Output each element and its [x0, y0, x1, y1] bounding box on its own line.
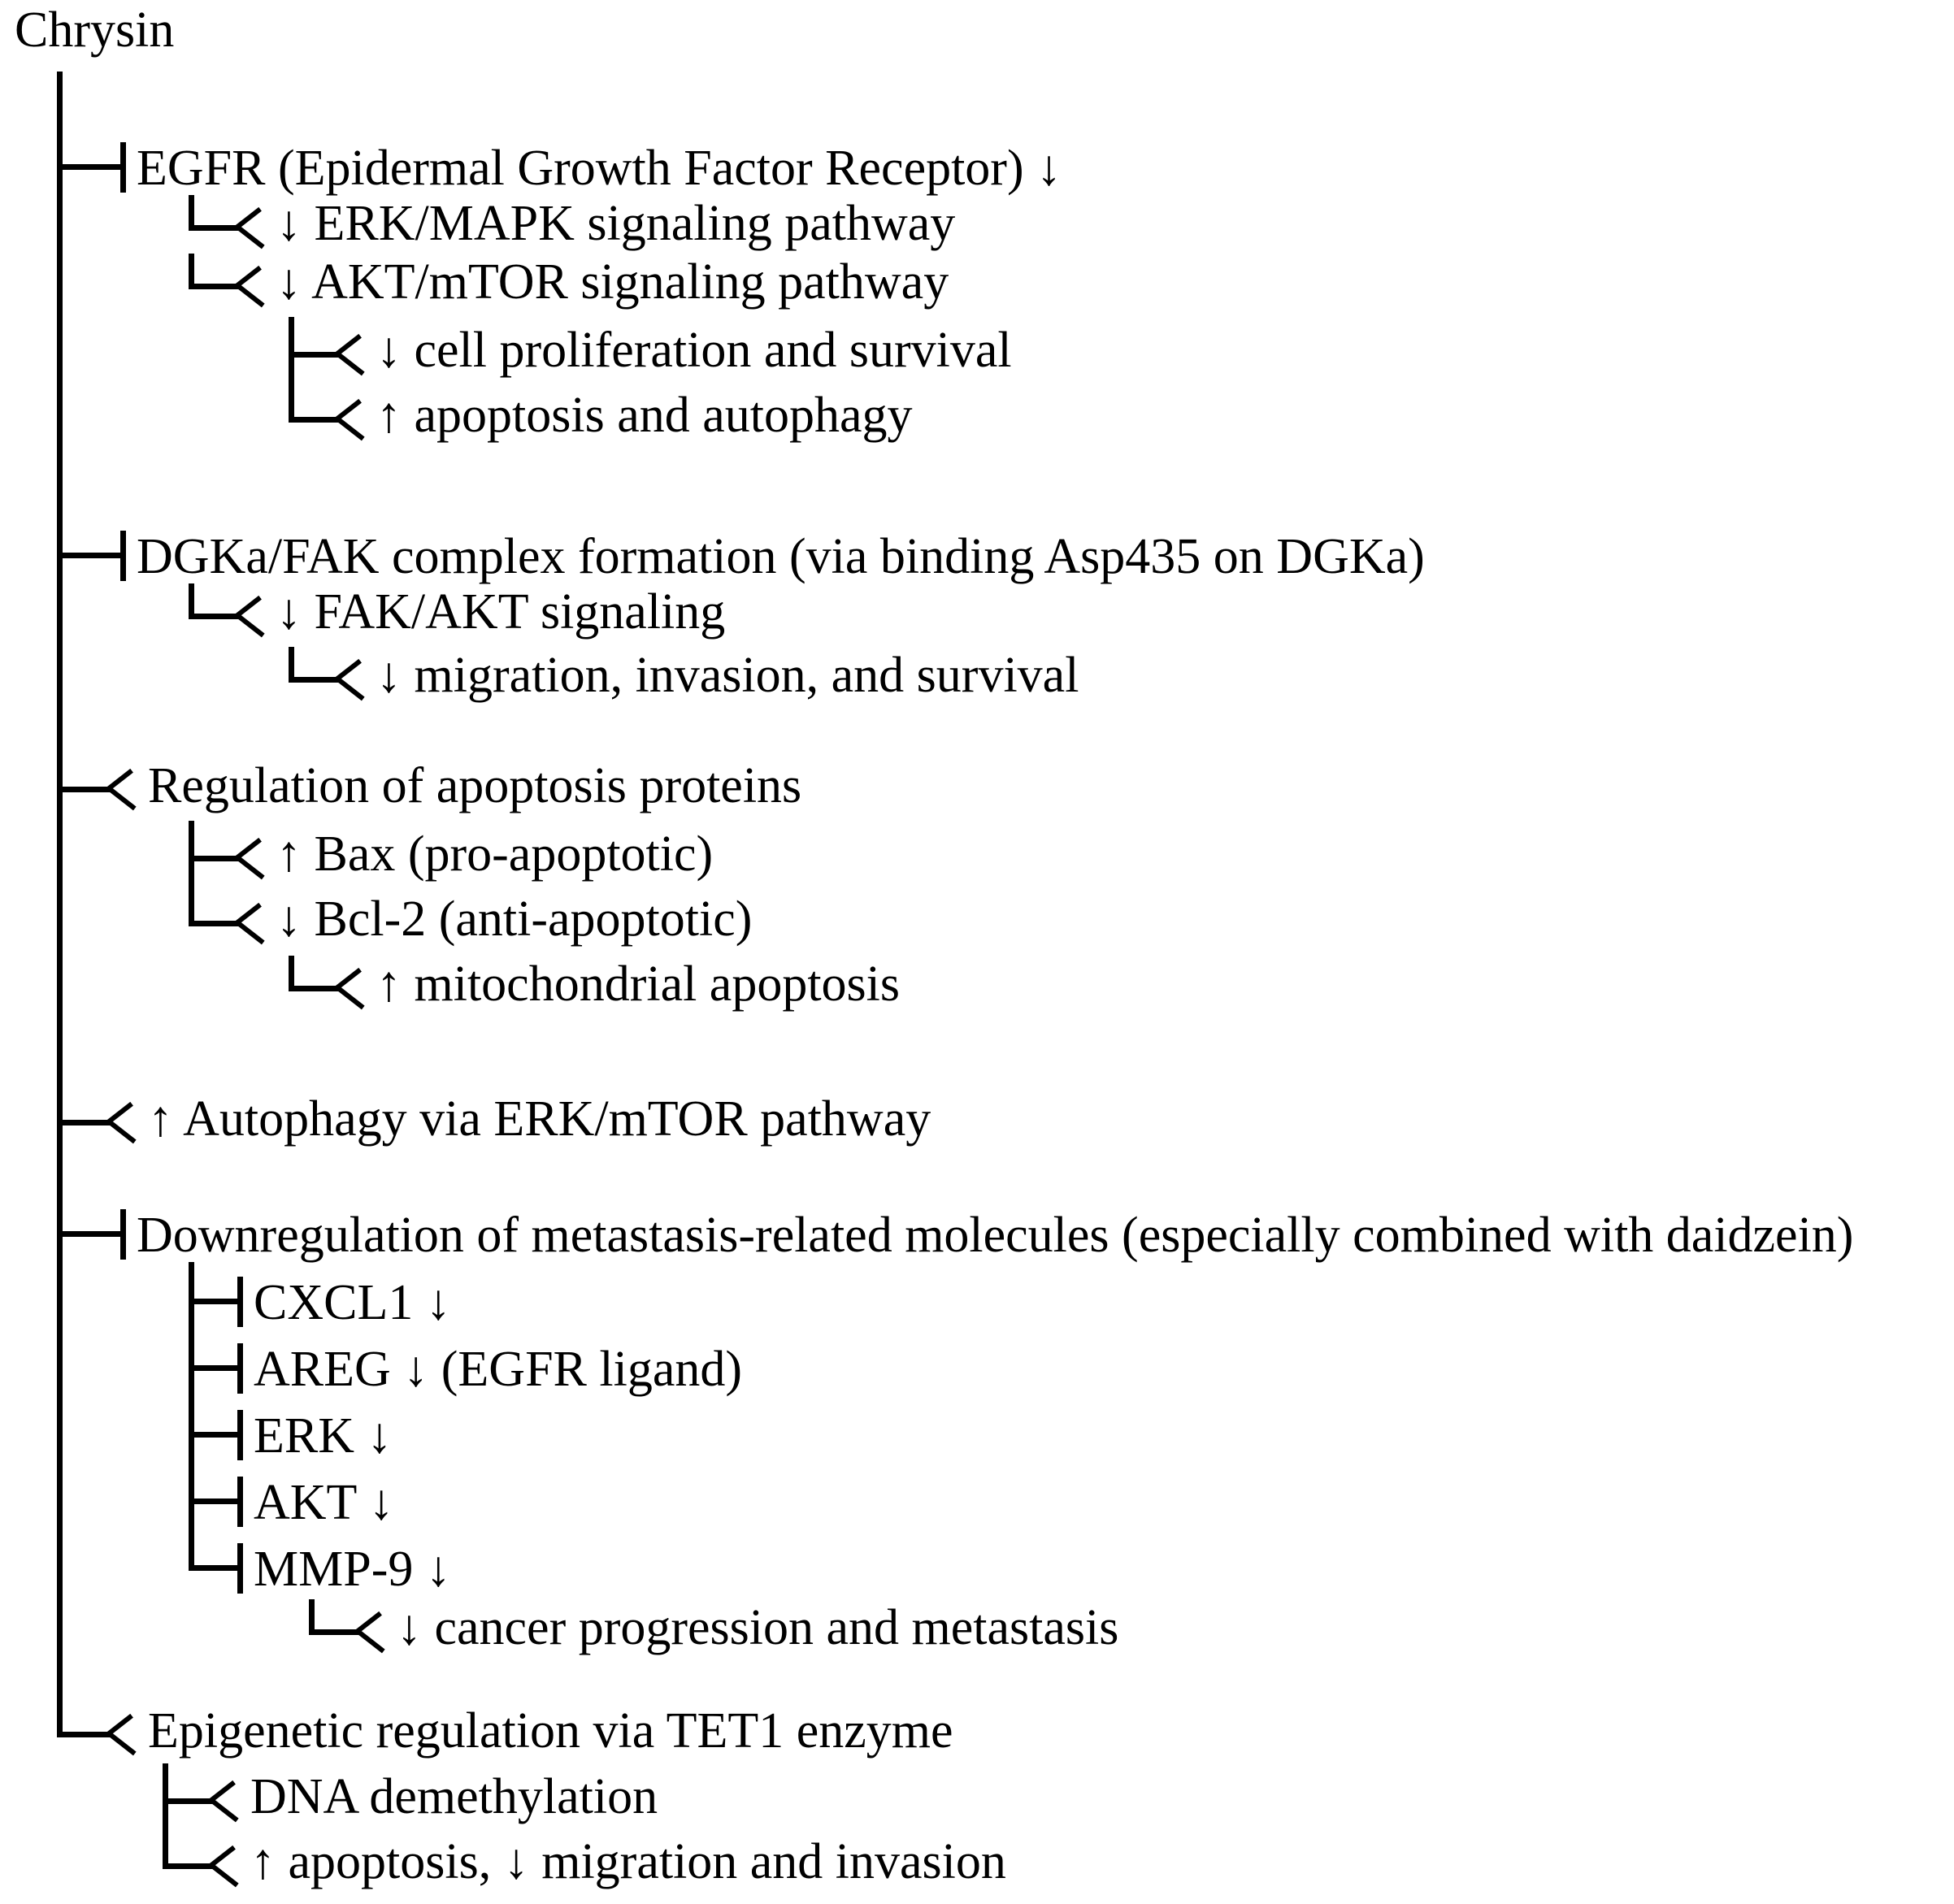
node-erk: ERK ↓	[254, 1408, 393, 1464]
elbow-h-mito-apoptosis	[289, 986, 339, 991]
node-apoptosis-migration: ↑ apoptosis, ↓ migration and invasion	[250, 1834, 1006, 1889]
elbow-h-mmp9	[189, 1565, 239, 1571]
inhibition-cap-erk	[237, 1410, 243, 1460]
tee-h-erk	[189, 1432, 239, 1438]
node-apoptosis-autophagy: ↑ apoptosis and autophagy	[376, 388, 913, 443]
elbow-h-cancer-progression	[309, 1629, 359, 1635]
tee-h-dna-demethylation	[163, 1798, 213, 1804]
node-erk-mapk: ↓ ERK/MAPK signaling pathway	[276, 196, 956, 251]
elbow-v-mito-apoptosis	[289, 956, 294, 991]
node-akt-mtor: ↓ AKT/mTOR signaling pathway	[276, 254, 949, 310]
elbow-h-apoptosis-autophagy	[289, 417, 339, 423]
tee-h-cxcl1	[189, 1299, 239, 1304]
tee-h-areg	[189, 1365, 239, 1371]
branch-arm-epigenetic	[57, 1732, 111, 1737]
node-dna-demethylation: DNA demethylation	[250, 1769, 658, 1824]
activation-cap-dna-demethylation	[208, 1780, 239, 1823]
activation-cap-cell-prolif	[334, 333, 365, 376]
inhibition-cap-dgka-fak	[120, 531, 126, 581]
node-autophagy-erk-mtor: ↑ Autophagy via ERK/mTOR pathway	[148, 1091, 931, 1147]
elbow-v-migration	[289, 647, 294, 683]
root-node-chrysin: Chrysin	[15, 2, 175, 58]
activation-cap-autophagy	[106, 1101, 137, 1144]
activation-cap-apoptosis-autophagy	[334, 398, 365, 441]
branch-arm-autophagy	[57, 1120, 111, 1125]
tee-h-bax	[189, 856, 239, 861]
node-bax: ↑ Bax (pro-apoptotic)	[276, 826, 714, 882]
activation-cap-bcl2	[234, 902, 265, 945]
node-apoptosis-proteins: Regulation of apoptosis proteins	[148, 758, 802, 813]
inhibition-cap-metastasis	[120, 1209, 126, 1260]
elbow-v-erk-mapk	[189, 195, 194, 231]
branch-arm-dgka-fak	[57, 553, 120, 558]
elbow-h-apoptosis-migration	[163, 1863, 213, 1869]
subtree-spine-metastasis	[189, 1262, 194, 1571]
node-bcl2: ↓ Bcl-2 (anti-apoptotic)	[276, 891, 753, 947]
elbow-h-bcl2	[189, 921, 239, 926]
subtree-spine-akt-mtor	[289, 317, 294, 423]
inhibition-cap-mmp9	[237, 1543, 243, 1594]
elbow-h-fak-akt	[189, 614, 239, 619]
elbow-h-migration	[289, 677, 339, 683]
node-cell-proliferation: ↓ cell proliferation and survival	[376, 323, 1012, 378]
inhibition-cap-akt	[237, 1477, 243, 1527]
elbow-v-fak-akt	[189, 583, 194, 619]
inhibition-cap-areg	[237, 1343, 243, 1394]
elbow-v-cancer-progression	[309, 1599, 315, 1635]
tee-h-akt	[189, 1498, 239, 1504]
node-areg: AREG ↓ (EGFR ligand)	[254, 1342, 743, 1397]
node-mmp9: MMP-9 ↓	[254, 1542, 451, 1597]
subtree-spine-epigenetic	[163, 1763, 168, 1869]
activation-cap-bax	[234, 837, 265, 880]
elbow-h-akt-mtor	[189, 284, 239, 289]
node-mitochondrial-apoptosis: ↑ mitochondrial apoptosis	[376, 956, 901, 1012]
node-epigenetic-tet1: Epigenetic regulation via TET1 enzyme	[148, 1703, 953, 1759]
activation-cap-apoptosis-proteins	[106, 768, 137, 811]
node-cancer-progression: ↓ cancer progression and metastasis	[397, 1600, 1119, 1655]
node-dgka-fak: DGKa/FAK complex formation (via binding …	[137, 529, 1425, 584]
tee-h-cell-prolif	[289, 352, 339, 358]
branch-arm-metastasis	[57, 1231, 120, 1237]
activation-cap-mito-apoptosis	[334, 967, 365, 1010]
node-migration-invasion: ↓ migration, invasion, and survival	[376, 648, 1079, 703]
node-cxcl1: CXCL1 ↓	[254, 1275, 451, 1330]
elbow-v-akt-mtor	[189, 254, 194, 289]
elbow-h-erk-mapk	[189, 225, 239, 231]
main-spine	[57, 72, 63, 1737]
activation-cap-erk-mapk	[234, 206, 265, 249]
branch-arm-egfr	[57, 164, 120, 170]
node-fak-akt: ↓ FAK/AKT signaling	[276, 584, 726, 640]
node-egfr: EGFR (Epidermal Growth Factor Receptor) …	[137, 141, 1062, 196]
subtree-spine-apoptosis-proteins	[189, 821, 194, 926]
activation-cap-migration	[334, 658, 365, 701]
activation-cap-apoptosis-migration	[208, 1845, 239, 1888]
node-metastasis-molecules: Downregulation of metastasis-related mol…	[137, 1208, 1854, 1263]
activation-cap-fak-akt	[234, 595, 265, 638]
activation-cap-akt-mtor	[234, 265, 265, 308]
inhibition-cap-egfr	[120, 142, 126, 193]
activation-cap-epigenetic	[106, 1713, 137, 1756]
node-akt: AKT ↓	[254, 1475, 394, 1530]
branch-arm-apoptosis-proteins	[57, 787, 111, 792]
inhibition-cap-cxcl1	[237, 1277, 243, 1327]
activation-cap-cancer-progression	[354, 1611, 385, 1654]
